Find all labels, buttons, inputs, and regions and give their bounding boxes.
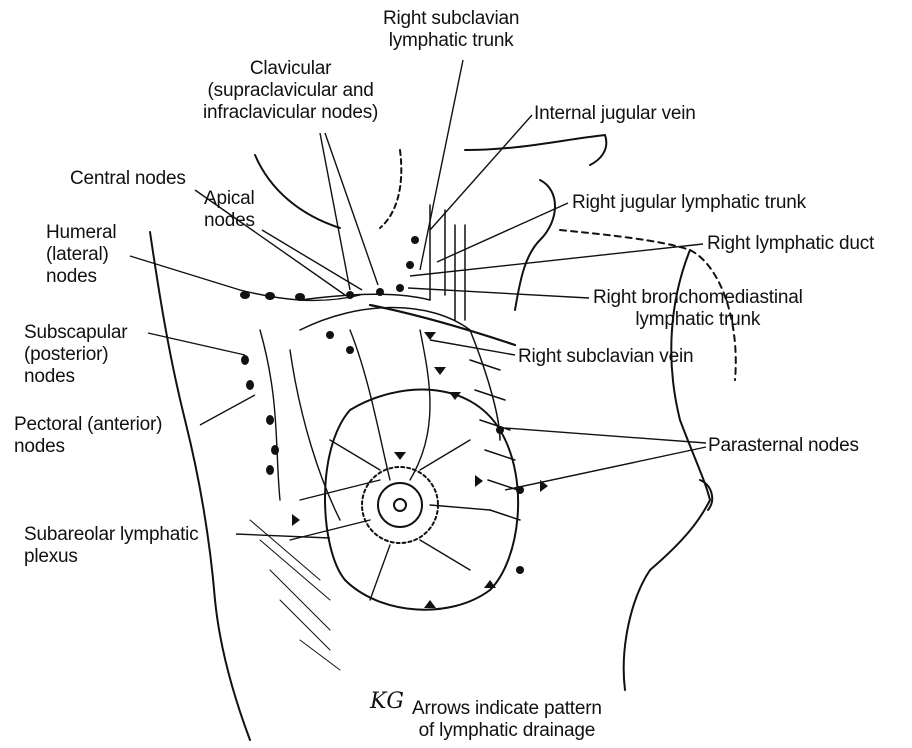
label-subscapular-nodes: Subscapular(posterior)nodes [24,322,127,388]
jugular-vein [430,205,445,300]
label-right-lymphatic-duct: Right lymphatic duct [707,233,874,255]
label-central-nodes: Central nodes [70,168,186,190]
neck-curve-right [515,180,555,310]
label-right-jugular-trunk: Right jugular lymphatic trunk [572,192,806,214]
label-pectoral-nodes: Pectoral (anterior)nodes [14,414,162,458]
rib-lines [470,360,520,520]
shoulder-outline [465,135,606,165]
areola-outer [362,467,438,543]
subclavian-vessel [300,294,430,300]
label-right-subclavian-vein: Right subclavian vein [518,346,693,368]
label-humeral-nodes: Humeral(lateral)nodes [46,222,116,288]
nipple [394,499,406,511]
label-parasternal-nodes: Parasternal nodes [708,435,859,457]
hatching [250,520,340,670]
trachea [455,225,465,320]
lymph-vessels [240,290,490,600]
pectoral-muscle [300,308,500,441]
neck-right-outline [380,150,401,228]
neck-left-outline [255,155,340,228]
lymph-nodes [240,236,524,574]
clavicle [370,305,515,345]
areola-inner [378,483,422,527]
artist-signature: KG [369,689,404,714]
torso-left-outline [150,232,250,740]
label-internal-jugular-vein: Internal jugular vein [534,103,696,125]
